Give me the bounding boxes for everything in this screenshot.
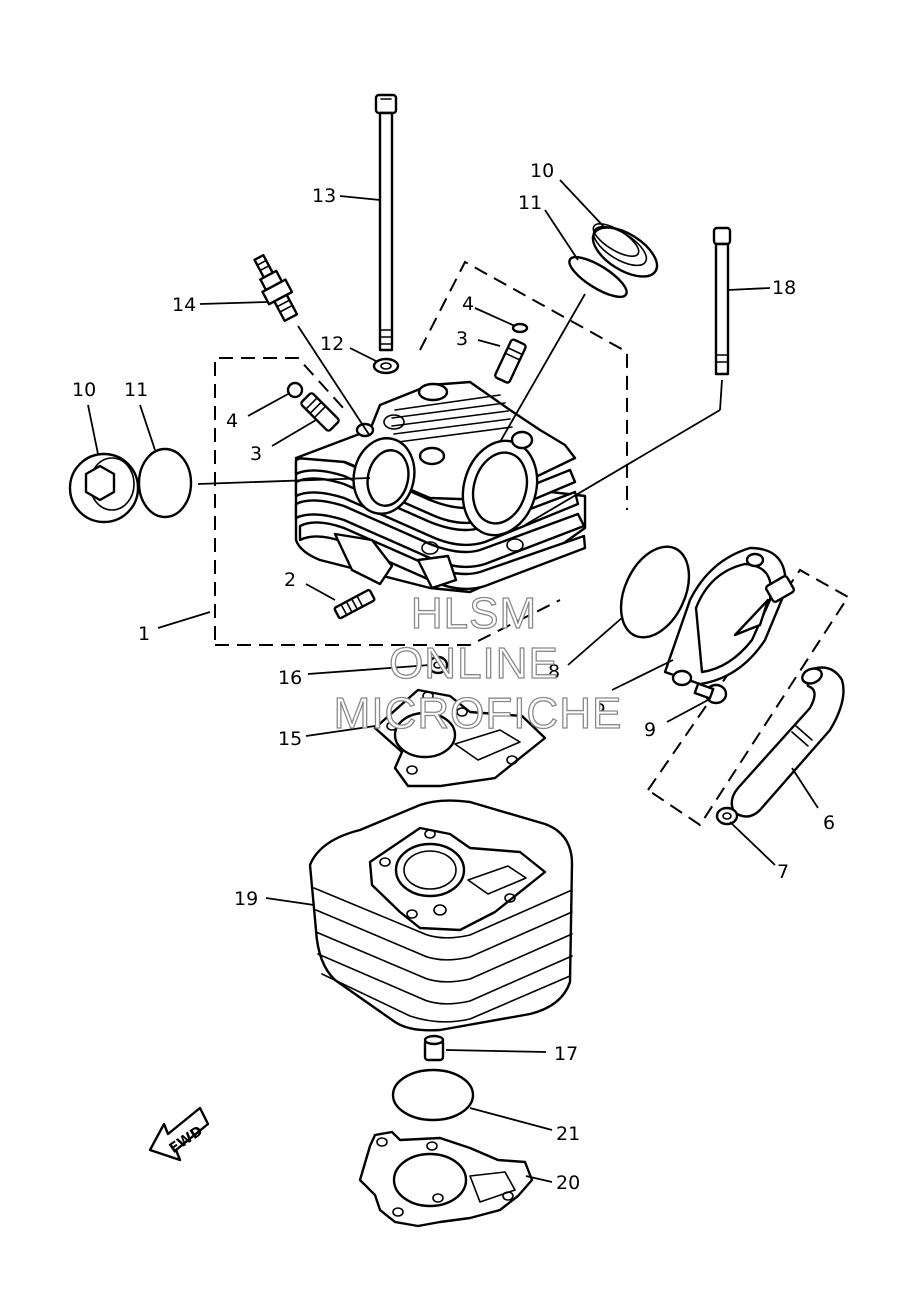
part-15-head-gasket [373, 688, 547, 788]
leader-lines [87, 179, 819, 1183]
callout-13: 13 [312, 185, 336, 207]
callout-12: 12 [320, 333, 344, 355]
part-21-o-ring [391, 1068, 475, 1122]
part-19-cylinder [308, 799, 574, 1032]
part-16-dowel [427, 655, 449, 675]
callout-3-left: 3 [250, 443, 262, 465]
part-13-head-bolt [374, 93, 398, 352]
callout-4-right: 4 [462, 293, 474, 315]
watermark-line-2: ONLINE [389, 639, 559, 688]
part-4-clip-left [286, 381, 304, 399]
part-11-left-o-ring [137, 447, 193, 519]
part-3-valve-guide-right [494, 338, 527, 384]
callout-8: 8 [548, 661, 560, 683]
part-17-dowel-pin [423, 1034, 445, 1062]
watermark-line-3: MICROFICHE [334, 689, 623, 738]
callout-3-right: 3 [456, 328, 468, 350]
part-7-clamp [715, 806, 739, 826]
callout-10-right: 10 [530, 160, 554, 182]
part-5-breather-cover [663, 546, 795, 687]
callout-1: 1 [138, 623, 150, 645]
part-18-stud-bolt [712, 226, 732, 376]
callout-19: 19 [234, 888, 258, 910]
part-9-screw [693, 682, 728, 705]
part-8-breather-gasket [619, 545, 691, 639]
part-2-stud [333, 588, 376, 620]
callout-5: 5 [594, 695, 606, 717]
callout-6: 6 [823, 812, 835, 834]
part-4-clip-right [511, 322, 529, 334]
callout-15: 15 [278, 728, 302, 750]
forward-arrow-icon: FWD [148, 1106, 210, 1162]
callout-14: 14 [172, 294, 196, 316]
callout-10-left: 10 [72, 379, 96, 401]
callout-7: 7 [777, 861, 789, 883]
part-6-breather-hose [730, 666, 845, 818]
callout-20: 20 [556, 1172, 580, 1194]
callout-18: 18 [772, 277, 796, 299]
part-10-left-tappet-cap [68, 452, 140, 524]
callout-9: 9 [644, 719, 656, 741]
callout-2: 2 [284, 569, 296, 591]
callout-17: 17 [554, 1043, 578, 1065]
watermark: HLSM ONLINE MICROFICHE [333, 588, 623, 738]
watermark-line-1: HLSM [411, 589, 537, 638]
callout-11-right: 11 [518, 192, 542, 214]
part-12-washer [372, 357, 400, 375]
callout-11-left: 11 [124, 379, 148, 401]
part-1-cylinder-head [294, 380, 587, 594]
part-20-base-gasket [358, 1130, 534, 1228]
part-14-spark-plug [253, 253, 299, 323]
cylinder-head-assembly-outline [214, 260, 628, 646]
callout-4-left: 4 [226, 410, 238, 432]
part-10-right-tappet-cap [591, 223, 659, 278]
callout-16: 16 [278, 667, 302, 689]
part-3-valve-guide-left [300, 392, 340, 432]
callout-numbers: 1 2 3 3 4 4 5 6 7 8 9 10 10 11 11 12 13 … [72, 160, 835, 1194]
callout-21: 21 [556, 1123, 580, 1145]
part-11-right-o-ring [568, 255, 628, 299]
